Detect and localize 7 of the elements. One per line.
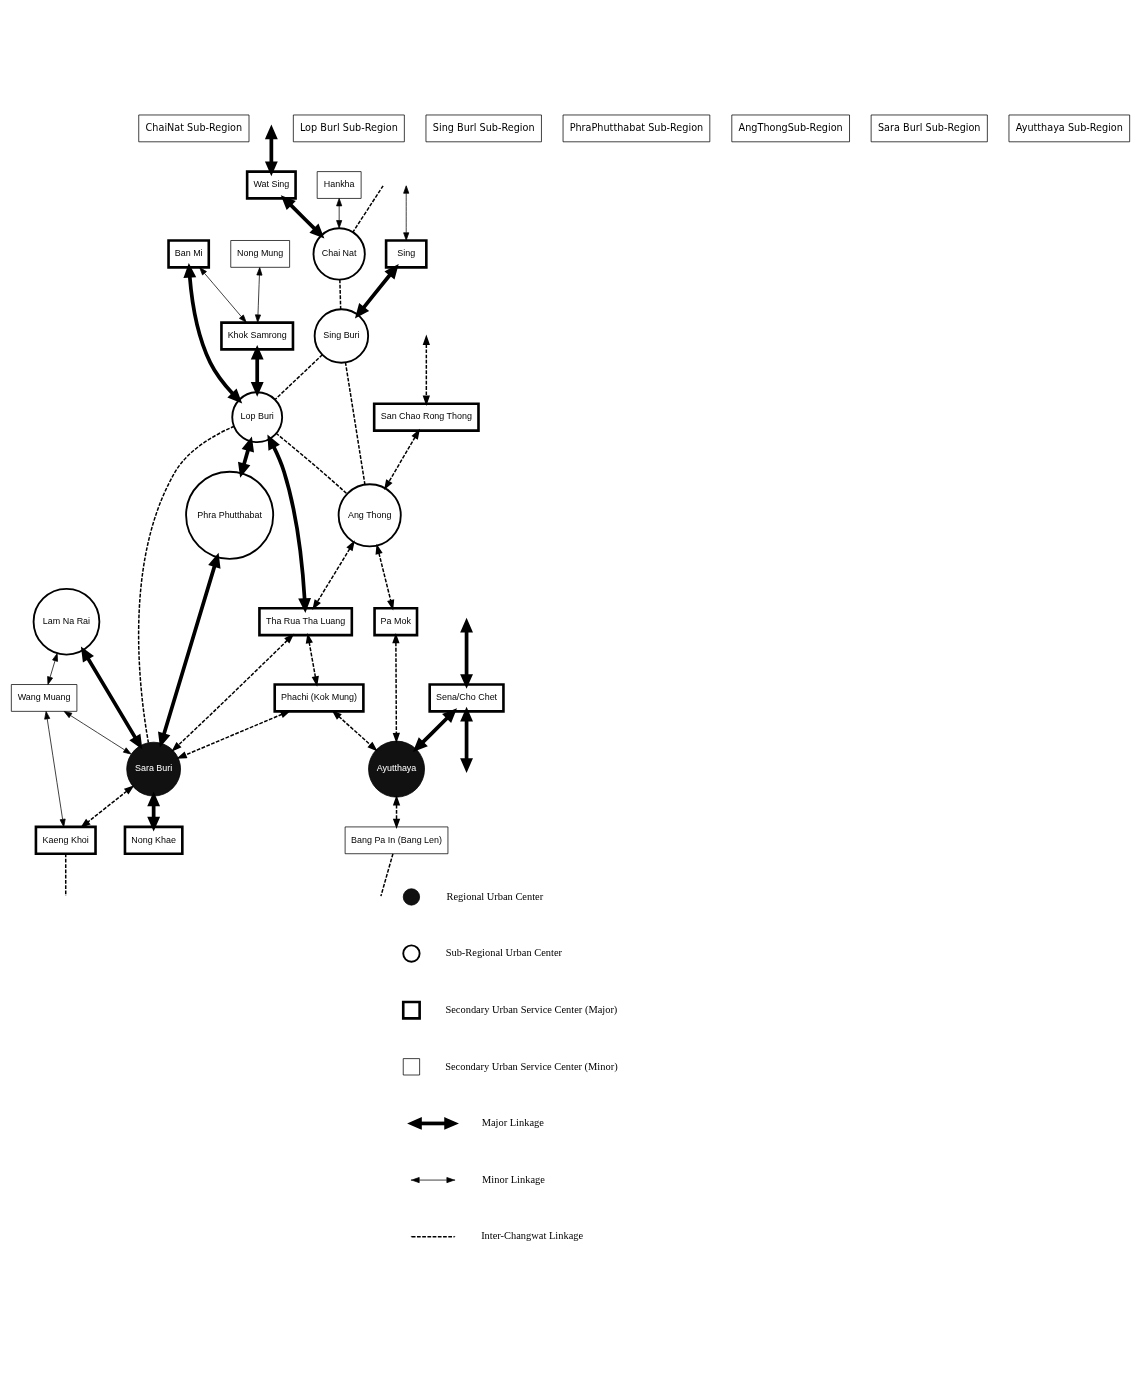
- legend-label: Secondary Urban Service Center (Minor): [445, 1060, 618, 1072]
- legend-label: Regional Urban Center: [446, 890, 544, 902]
- legend-label: Sub-Regional Urban Center: [445, 947, 562, 959]
- legend-label: Major Linkage: [481, 1117, 544, 1129]
- legend-label: Minor Linkage: [482, 1173, 545, 1185]
- legend-label: Inter-Changwat Linkage: [481, 1230, 584, 1242]
- legend-label: Secondary Urban Service Center (Major): [445, 1003, 618, 1015]
